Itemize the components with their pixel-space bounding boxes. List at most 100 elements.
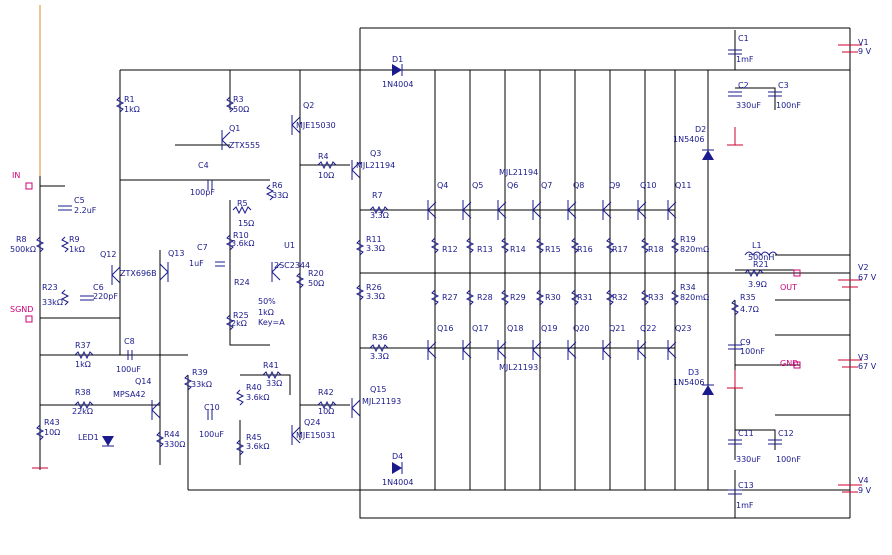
label-r21v: 3.9Ω <box>748 280 767 289</box>
label-c1: C1 <box>738 34 749 43</box>
label-r39: R39 <box>192 368 208 377</box>
label-r20: R20 <box>308 269 324 278</box>
label-r37v: 1kΩ <box>75 360 91 369</box>
label-r43: R43 <box>44 418 60 427</box>
label-r26: R26 <box>366 283 382 292</box>
label-r11v: 3.3Ω <box>366 244 385 253</box>
label-out: OUT <box>780 283 797 292</box>
label-c9: C9 <box>740 338 751 347</box>
label-d3v: 1N5406 <box>673 378 704 387</box>
label-c12: C12 <box>778 429 794 438</box>
label-r7v: 3.3Ω <box>370 211 389 220</box>
label-r33: R33 <box>648 293 664 302</box>
label-r41: R41 <box>263 361 279 370</box>
label-q20: Q20 <box>573 324 589 333</box>
label-q17: Q17 <box>472 324 488 333</box>
label-q1: Q1 <box>229 124 240 133</box>
label-q15: Q15 <box>370 385 386 394</box>
label-v2v: 67 V <box>858 273 877 282</box>
label-r24: R24 <box>234 278 250 287</box>
label-q13: Q13 <box>168 249 184 258</box>
output-stage-columns <box>434 70 676 490</box>
label-c4: C4 <box>198 161 209 170</box>
label-r39v: 33kΩ <box>191 380 212 389</box>
label-r13: R13 <box>477 245 493 254</box>
label-r1v: 1kΩ <box>124 105 140 114</box>
label-r42: R42 <box>318 388 334 397</box>
label-r30: R30 <box>545 293 561 302</box>
label-r6: R6 <box>272 181 283 190</box>
label-q3v: MJL21194 <box>356 161 395 170</box>
label-u1v: 2SC2344 <box>274 261 310 270</box>
label-c9v: 100nF <box>740 347 765 356</box>
label-r8: R8 <box>16 235 27 244</box>
label-r23v: 33kΩ <box>42 298 63 307</box>
label-r1: R1 <box>124 95 135 104</box>
label-c11: C11 <box>738 429 754 438</box>
label-d2v: 1N5406 <box>673 135 704 144</box>
label-l1: L1 <box>752 241 762 250</box>
label-v1: V1 <box>858 38 869 47</box>
label-r10: R10 <box>233 231 249 240</box>
label-q11: Q11 <box>675 181 691 190</box>
label-r4v: 10Ω <box>318 171 334 180</box>
label-q23: Q23 <box>675 324 691 333</box>
label-d3: D3 <box>688 368 699 377</box>
label-d4: D4 <box>392 452 403 461</box>
label-v3v: 67 V <box>858 362 877 371</box>
label-r7: R7 <box>372 191 383 200</box>
label-q19: Q19 <box>541 324 557 333</box>
label-r44: R44 <box>164 430 180 439</box>
label-r42v: 10Ω <box>318 407 334 416</box>
label-l1v: 500nH <box>748 253 774 262</box>
label-r9v: 1kΩ <box>69 245 85 254</box>
label-q5: Q5 <box>472 181 483 190</box>
label-v1v: 9 V <box>858 47 872 56</box>
label-r35: R35 <box>740 293 756 302</box>
label-u1: U1 <box>284 241 295 250</box>
diode-glyphs <box>102 64 714 474</box>
label-q9: Q9 <box>609 181 620 190</box>
wiring <box>39 27 851 519</box>
label-q22: Q22 <box>640 324 656 333</box>
label-r26v: 3.3Ω <box>366 292 385 301</box>
label-r14: R14 <box>510 245 526 254</box>
label-r38: R38 <box>75 388 91 397</box>
label-r9: R9 <box>69 235 80 244</box>
label-r45: R45 <box>246 433 262 442</box>
label-pot: 50% <box>258 297 276 306</box>
label-led1: LED1 <box>78 433 99 442</box>
label-in: IN <box>12 171 20 180</box>
label-c6: C6 <box>93 283 104 292</box>
label-r5v: 15Ω <box>238 219 254 228</box>
label-r31: R31 <box>577 293 593 302</box>
label-sgnd: SGND <box>10 305 33 314</box>
label-gnd: GND <box>780 359 798 368</box>
label-c10: C10 <box>204 403 220 412</box>
label-q14v: MPSA42 <box>113 390 146 399</box>
label-r21: R21 <box>753 260 769 269</box>
label-r11: R11 <box>366 235 382 244</box>
label-c3: C3 <box>778 81 789 90</box>
label-potv: 1kΩ <box>258 308 274 317</box>
label-c2: C2 <box>738 81 749 90</box>
label-mjlbot: MJL21193 <box>499 363 538 372</box>
label-r40v: 3.6kΩ <box>246 393 269 402</box>
label-v3: V3 <box>858 353 869 362</box>
label-c7: C7 <box>197 243 208 252</box>
label-r34v: 820mΩ <box>680 293 709 302</box>
label-r4: R4 <box>318 152 329 161</box>
label-r20v: 50Ω <box>308 279 324 288</box>
label-c10v: 100uF <box>199 430 224 439</box>
capacitor-glyphs <box>58 49 782 495</box>
label-q12: Q12 <box>100 250 116 259</box>
label-d4v: 1N4004 <box>382 478 413 487</box>
label-q2: Q2 <box>303 101 314 110</box>
label-r40: R40 <box>246 383 262 392</box>
label-r36: R36 <box>372 333 388 342</box>
label-r10v: 3.6kΩ <box>231 239 254 248</box>
label-r15: R15 <box>545 245 561 254</box>
label-r19: R19 <box>680 235 696 244</box>
